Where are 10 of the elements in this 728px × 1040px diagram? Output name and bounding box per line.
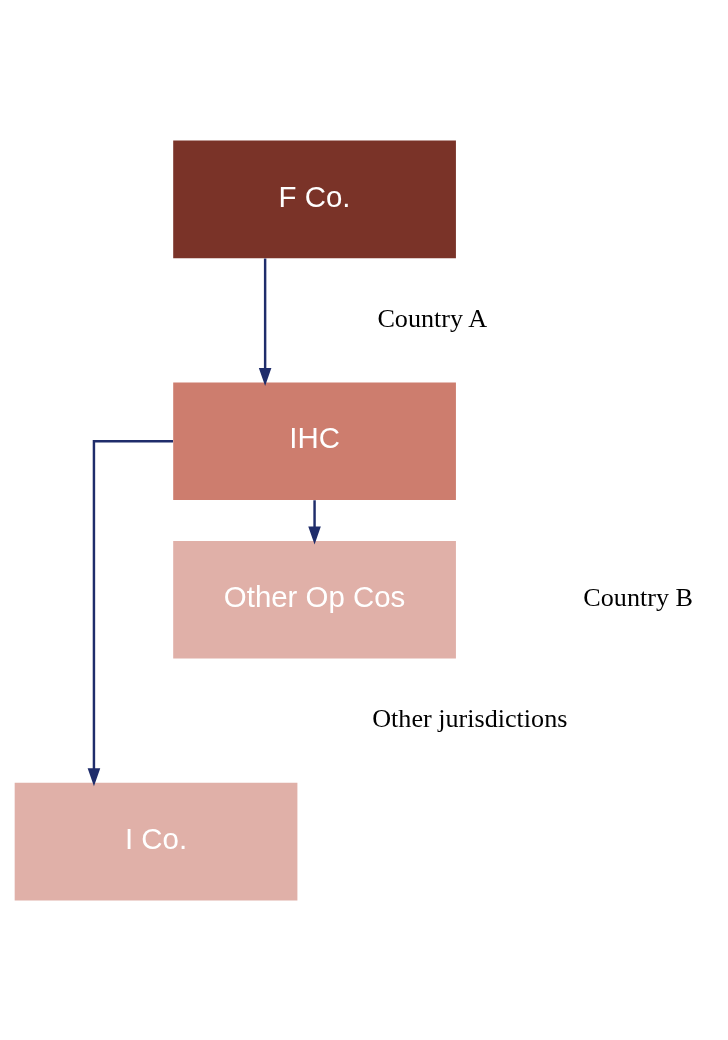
node-box: F Co. [173,140,456,258]
node-box: Other Op Cos [173,540,456,659]
label: Country B [583,582,693,612]
node-box: IHC [173,381,456,500]
label: Other jurisdictions [372,703,568,733]
label: Country A [377,303,488,333]
arrow [258,258,272,386]
arrow [308,499,321,544]
arrow [87,439,173,786]
node-box: I Co. [14,782,298,900]
